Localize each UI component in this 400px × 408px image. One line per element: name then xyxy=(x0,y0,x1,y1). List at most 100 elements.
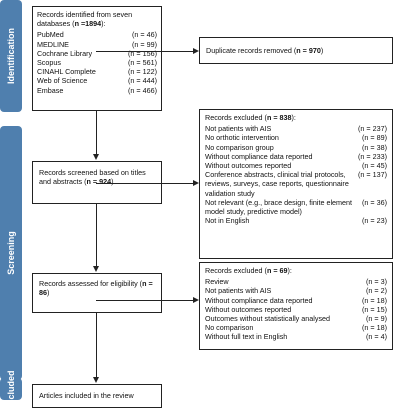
eligibility-exclusion-row-label: Review xyxy=(205,277,229,287)
database-source-row-count: (n = 122) xyxy=(128,67,157,77)
database-source-row: PubMed (n = 46) xyxy=(37,30,157,39)
screening-exclusion-row-count: (n = 237) xyxy=(358,124,387,134)
screening-exclusion-row-label: Not patients with AIS xyxy=(205,124,272,134)
connector-eligibility-to-included xyxy=(96,313,97,377)
duplicates-removed-box: Duplicate records removed (n = 970) xyxy=(199,37,393,64)
records-screened-box: Records screened based on titles and abs… xyxy=(32,161,162,204)
connector-to-excluded-eligibility xyxy=(96,300,193,301)
screening-exclusion-row-count: (n = 137) xyxy=(358,170,387,180)
records-identified-title: Records identified from seven databases … xyxy=(37,10,133,29)
arrow-to-excluded-screening xyxy=(193,180,199,186)
phase-included-bar: Included xyxy=(0,370,22,408)
eligibility-exclusion-row: Review (n = 3) xyxy=(205,277,387,286)
phase-identification-bar: Identification xyxy=(0,0,22,112)
screening-exclusion-row-label: Conference abstracts, clinical trial pro… xyxy=(205,170,349,198)
connector-identified-to-screened xyxy=(96,111,97,154)
screening-exclusion-row: Not patients with AIS (n = 237) xyxy=(205,124,387,133)
screening-exclusion-row-count: (n = 89) xyxy=(362,133,387,143)
eligibility-exclusion-row: Not patients with AIS (n = 2) xyxy=(205,286,387,295)
database-source-row-label: Web of Science xyxy=(37,76,88,86)
records-identified-count: n =1894 xyxy=(74,19,102,29)
eligibility-exclusion-row-count: (n = 18) xyxy=(362,295,387,305)
eligibility-exclusion-row: Without outcomes reported (n = 15) xyxy=(205,305,387,314)
eligibility-exclusion-row: Outcomes without statistically analysed (… xyxy=(205,314,387,323)
database-source-row: MEDLINE (n = 99) xyxy=(37,40,157,49)
connector-to-excluded-screening xyxy=(96,183,193,184)
phase-screening-bar: Screening xyxy=(0,126,22,380)
database-source-row-label: CINAHL Complete xyxy=(37,67,96,77)
eligibility-exclusion-row-label: Not patients with AIS xyxy=(205,286,272,296)
screening-exclusion-row-count: (n = 38) xyxy=(362,142,387,152)
eligibility-exclusion-row-label: Without full text in English xyxy=(205,332,288,342)
database-source-row-count: (n = 466) xyxy=(128,85,157,95)
eligibility-exclusion-reasons: Review (n = 3) Not patients with AIS (n = 2… xyxy=(205,277,387,341)
excluded-screening-title: Records excluded (n = 838): xyxy=(205,113,296,122)
screening-exclusion-row: Not relevant (e.g., brace design, finite… xyxy=(205,198,387,216)
records-excluded-eligibility-box: Records excluded (n = 69): Review (n = 3)… xyxy=(199,262,393,350)
arrow-to-excluded-eligibility xyxy=(193,297,199,303)
excluded-screening-count: n = 838 xyxy=(266,113,292,122)
records-screened-count: n = 924 xyxy=(86,177,112,187)
eligibility-exclusion-row-label: Without outcomes reported xyxy=(205,304,292,314)
arrow-screened-to-eligibility xyxy=(93,266,99,272)
database-source-row-label: Cochrane Library xyxy=(37,48,93,58)
excluded-eligibility-title: Records excluded (n = 69): xyxy=(205,266,292,275)
screening-exclusion-row-count: (n = 233) xyxy=(358,151,387,161)
database-source-row-count: (n = 99) xyxy=(132,39,157,49)
database-source-row-count: (n = 561) xyxy=(128,58,157,68)
screening-exclusion-row-label: Without outcomes reported xyxy=(205,161,292,171)
connector-screened-to-eligibility xyxy=(96,204,97,266)
database-source-row-count: (n = 156) xyxy=(128,48,157,58)
database-source-row-label: Embase xyxy=(37,85,64,95)
eligibility-exclusion-row-count: (n = 4) xyxy=(366,332,387,342)
eligibility-exclusion-row: No comparison (n = 18) xyxy=(205,323,387,332)
records-excluded-screening-box: Records excluded (n = 838): Not patients… xyxy=(199,109,393,259)
screening-exclusion-row: No orthotic intervention (n = 89) xyxy=(205,133,387,142)
eligibility-exclusion-row-count: (n = 2) xyxy=(366,286,387,296)
screening-exclusion-row-count: (n = 45) xyxy=(362,161,387,171)
database-source-row: Scopus (n = 561) xyxy=(37,58,157,67)
database-source-row: Embase (n = 466) xyxy=(37,86,157,95)
screening-exclusion-row-label: No comparison group xyxy=(205,142,274,152)
eligibility-exclusion-row: Without compliance data reported (n = 18) xyxy=(205,296,387,305)
database-source-list: PubMed(n = 46)MEDLINE(n = 99)Cochrane Li… xyxy=(37,30,157,94)
screening-exclusion-row-label: No orthotic intervention xyxy=(205,133,279,143)
database-source-row: Cochrane Library (n = 156) xyxy=(37,49,157,58)
articles-included-box: Articles included in the review xyxy=(32,384,162,408)
eligibility-exclusion-row-label: No comparison xyxy=(205,323,254,333)
eligibility-exclusion-row-count: (n = 3) xyxy=(366,277,387,287)
database-source-row-count: (n = 46) xyxy=(132,30,157,40)
eligibility-exclusion-row-count: (n = 18) xyxy=(362,323,387,333)
database-source-row-label: PubMed xyxy=(37,30,64,40)
screening-exclusion-row: Without outcomes reported (n = 45) xyxy=(205,161,387,170)
screening-exclusion-reasons: Not patients with AIS(n = 237)No orthoti… xyxy=(205,124,387,225)
arrow-identified-to-screened xyxy=(93,154,99,160)
screening-exclusion-row-count: (n = 23) xyxy=(362,216,387,226)
eligibility-exclusion-row-label: Outcomes without statistically analysed xyxy=(205,314,331,324)
eligibility-exclusion-row-label: Without compliance data reported xyxy=(205,295,313,305)
arrow-to-duplicates xyxy=(193,48,199,54)
connector-to-duplicates xyxy=(96,51,193,52)
eligibility-exclusion-row-count: (n = 15) xyxy=(362,304,387,314)
phase-included-label: Included xyxy=(6,370,16,408)
database-source-row-count: (n = 444) xyxy=(128,76,157,86)
excluded-eligibility-count: n = 69 xyxy=(266,266,288,275)
duplicates-removed-count: n = 970 xyxy=(296,46,321,55)
database-source-row-label: Scopus xyxy=(37,58,61,68)
records-identified-box: Records identified from seven databases … xyxy=(32,6,162,111)
arrow-eligibility-to-included xyxy=(93,377,99,383)
articles-included-label: Articles included in the review xyxy=(39,391,134,400)
screening-exclusion-row-label: Not relevant (e.g., brace design, finite… xyxy=(205,197,353,217)
assessed-eligibility-box: Records assessed for eligibility (n = 86… xyxy=(32,273,162,313)
screening-exclusion-row: No comparison group (n = 38) xyxy=(205,143,387,152)
database-source-row: CINAHL Complete (n = 122) xyxy=(37,67,157,76)
screening-exclusion-row-count: (n = 36) xyxy=(362,197,387,207)
phase-identification-label: Identification xyxy=(6,28,16,84)
eligibility-exclusion-row-count: (n = 9) xyxy=(366,314,387,324)
screening-exclusion-row-label: Without compliance data reported xyxy=(205,151,313,161)
phase-screening-label: Screening xyxy=(6,231,16,275)
screening-exclusion-row-label: Not in English xyxy=(205,216,250,226)
assessed-eligibility-count: n = 86 xyxy=(39,279,153,298)
database-source-row-label: MEDLINE xyxy=(37,39,69,49)
